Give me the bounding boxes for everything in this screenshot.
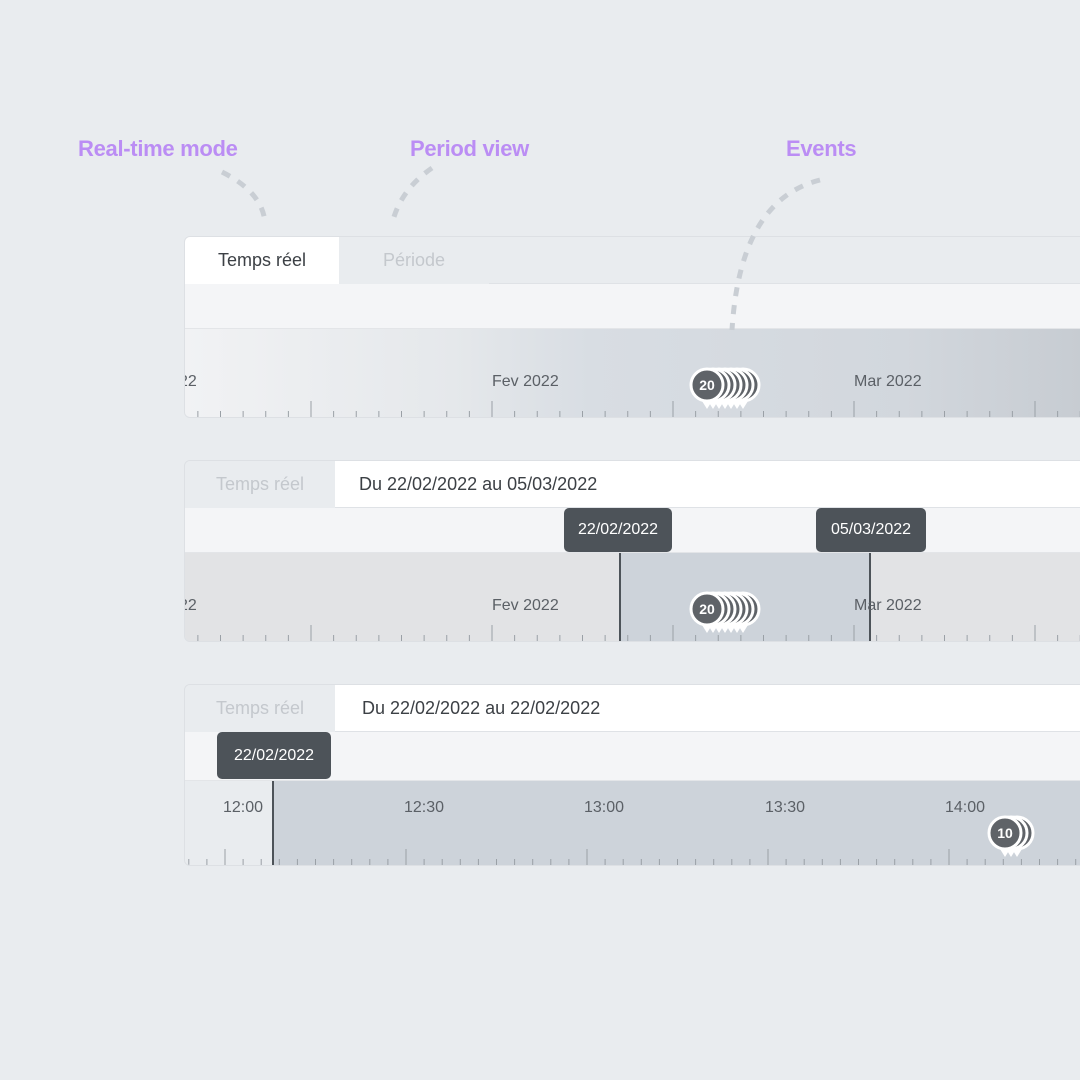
- range-strip: [185, 284, 1080, 329]
- range-strip: [185, 732, 1080, 781]
- tab-period[interactable]: Période: [339, 237, 489, 284]
- annotation-realtime: Real-time mode: [78, 136, 238, 161]
- range-start-handle[interactable]: 22/02/2022: [564, 508, 672, 552]
- period-range[interactable]: Du 22/02/2022 au 22/02/2022: [335, 685, 1080, 731]
- axis-label: 12:30: [404, 799, 445, 816]
- timeline[interactable]: 22 Fev 2022 Mar 2022 20: [185, 329, 1080, 417]
- tab-realtime[interactable]: Temps réel: [185, 237, 339, 284]
- event-marker-icon[interactable]: [987, 815, 1023, 851]
- axis-label: 13:30: [765, 799, 806, 816]
- timeline-panel-realtime: Temps réel Période 22 Fev 2022 Mar 2022 …: [184, 236, 1080, 418]
- axis-label: 22: [185, 597, 197, 614]
- axis-label: 13:00: [584, 799, 625, 816]
- axis-label: Fev 2022: [492, 373, 559, 390]
- range-start-handle[interactable]: 22/02/2022: [217, 732, 331, 779]
- annotation-period: Period view: [410, 136, 529, 161]
- axis-label: 22: [185, 373, 197, 390]
- axis-label: 12:00: [223, 799, 264, 816]
- axis-label: Mar 2022: [854, 597, 922, 614]
- event-marker-icon[interactable]: [689, 367, 725, 403]
- timeline[interactable]: 12:00 12:30 13:00 13:30 14:00 10: [185, 781, 1080, 865]
- event-count: 10: [997, 825, 1013, 841]
- event-count: 20: [699, 377, 715, 393]
- tab-realtime[interactable]: Temps réel: [185, 685, 335, 732]
- tab-realtime[interactable]: Temps réel: [185, 461, 335, 508]
- range-end-handle[interactable]: 05/03/2022: [816, 508, 926, 552]
- annotation-events: Events: [786, 136, 857, 161]
- event-count: 20: [699, 601, 715, 617]
- axis-label: Fev 2022: [492, 597, 559, 614]
- event-marker-icon[interactable]: [689, 591, 725, 627]
- selected-range[interactable]: [272, 781, 1080, 865]
- axis-label: Mar 2022: [854, 373, 922, 390]
- timeline-panel-day: Temps réel Du 22/02/2022 au 22/02/2022 1…: [184, 684, 1080, 866]
- timeline[interactable]: 22 Fev 2022 Mar 2022 20: [185, 553, 1080, 641]
- period-range[interactable]: Du 22/02/2022 au 05/03/2022: [335, 461, 1080, 507]
- axis-label: 14:00: [945, 799, 986, 816]
